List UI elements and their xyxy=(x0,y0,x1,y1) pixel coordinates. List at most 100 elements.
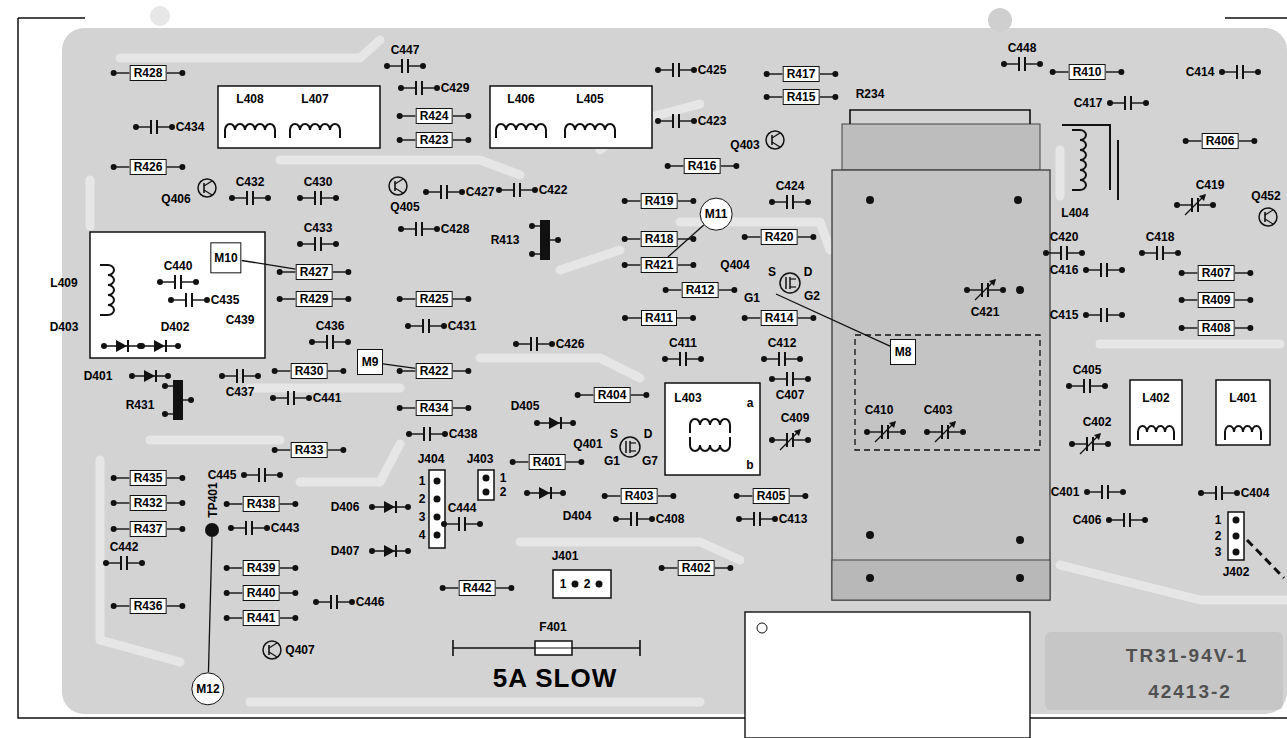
solder-pad xyxy=(742,234,748,240)
part-label: R422 xyxy=(420,364,449,378)
coil-symbol xyxy=(496,124,546,138)
part-label: R419 xyxy=(645,194,674,208)
solder-pad xyxy=(924,429,930,435)
resistor-box: R439 xyxy=(243,560,280,576)
part-label: C404 xyxy=(1241,487,1270,500)
resistor-box: R410 xyxy=(1069,64,1106,80)
part-label: C401 xyxy=(1051,486,1080,499)
capacitor-plate xyxy=(120,556,122,570)
solder-pad xyxy=(465,296,471,302)
solder-pad xyxy=(1210,202,1216,208)
solder-pad xyxy=(1079,250,1085,256)
fuse-lead xyxy=(639,640,641,656)
capacitor-plate xyxy=(786,372,788,386)
transistor-emitter xyxy=(772,142,780,147)
solder-pad xyxy=(101,343,107,349)
solder-pad xyxy=(465,405,471,411)
connector-header xyxy=(553,570,611,598)
capacitor-plate xyxy=(941,425,943,439)
resistor-box: R436 xyxy=(130,598,167,614)
solder-pad xyxy=(340,368,346,374)
solder-pad xyxy=(578,459,584,465)
capacitor-plate xyxy=(672,114,674,128)
solder-pad xyxy=(292,565,298,571)
part-label: C413 xyxy=(779,513,808,526)
part-label: R407 xyxy=(1202,266,1231,280)
solder-pad xyxy=(1183,138,1189,144)
fuse-symbol xyxy=(535,641,572,655)
capacitor-plate xyxy=(1100,263,1102,277)
shield-pin xyxy=(1016,536,1024,544)
part-label: R401 xyxy=(533,455,562,469)
fuse-rating: 5A SLOW xyxy=(493,664,617,692)
solder-pad xyxy=(1050,69,1056,75)
solder-pad xyxy=(602,493,608,499)
part-label: Q407 xyxy=(285,644,314,657)
transistor-collector xyxy=(1265,210,1273,215)
part-label: C425 xyxy=(698,64,727,77)
resistor-box: R427 xyxy=(296,264,333,280)
solder-pad xyxy=(805,376,811,382)
measure-point-box: M9 xyxy=(357,349,383,375)
part-label: S xyxy=(768,266,776,279)
solder-pad xyxy=(306,395,312,401)
transistor-symbol xyxy=(389,177,407,195)
transistor-emitter xyxy=(204,190,212,195)
copper-trace xyxy=(86,180,95,226)
resistor-box: R426 xyxy=(130,159,167,175)
solder-pad xyxy=(649,516,655,522)
resistor-box: R422 xyxy=(416,363,453,379)
solder-pad xyxy=(397,113,403,119)
capacitor-plate xyxy=(1083,379,1085,393)
solder-pad xyxy=(622,236,628,242)
resistor-box: R403 xyxy=(621,488,658,504)
capacitor-plate xyxy=(415,81,417,95)
solder-pad xyxy=(662,356,668,362)
part-label: C414 xyxy=(1186,66,1215,79)
coil-can xyxy=(90,232,265,358)
part-label: J401 xyxy=(552,550,579,563)
part-label: C410 xyxy=(865,404,894,417)
diode-symbol xyxy=(116,340,127,352)
fuse-wire xyxy=(535,647,572,648)
part-label: L405 xyxy=(576,93,603,106)
part-label: C431 xyxy=(448,320,477,333)
transistor-emitter xyxy=(1265,219,1273,224)
solder-pad xyxy=(1234,490,1240,496)
wire-link xyxy=(850,110,1030,124)
part-label: D401 xyxy=(84,370,113,383)
resistor-box: R420 xyxy=(761,229,798,245)
transformer-winding xyxy=(690,419,730,433)
capacitor-plate xyxy=(786,195,788,209)
resistor-box: R434 xyxy=(416,400,453,416)
solder-pad xyxy=(440,585,446,591)
capacitor-plate xyxy=(778,352,780,366)
part-label: G1 xyxy=(604,455,620,468)
part-label: 2 xyxy=(500,486,507,499)
solder-pad xyxy=(129,373,135,379)
solder-pad xyxy=(277,472,283,478)
resistor-box: R433 xyxy=(291,442,328,458)
part-label: b xyxy=(746,459,753,472)
resistor-box: R411 xyxy=(641,310,677,326)
part-label: R426 xyxy=(134,160,163,174)
coil-can xyxy=(490,86,652,148)
solder-pad xyxy=(1179,270,1185,276)
solder-pad xyxy=(405,548,411,554)
solder-pad xyxy=(111,70,117,76)
resistor-box: R421 xyxy=(641,257,678,273)
shield-pin xyxy=(866,531,874,539)
solder-pad xyxy=(769,376,775,382)
solder-pad xyxy=(524,490,530,496)
solder-pad xyxy=(864,429,870,435)
solder-pad xyxy=(1083,312,1089,318)
fuse-lead xyxy=(452,640,454,656)
solder-pad xyxy=(1107,100,1113,106)
capacitor-plate xyxy=(326,335,328,349)
solder-pad xyxy=(139,560,145,566)
solder-pad xyxy=(397,137,403,143)
solder-pad xyxy=(742,315,748,321)
part-label: R411 xyxy=(645,311,673,325)
solder-pad xyxy=(442,431,448,437)
solder-pad xyxy=(529,223,535,229)
